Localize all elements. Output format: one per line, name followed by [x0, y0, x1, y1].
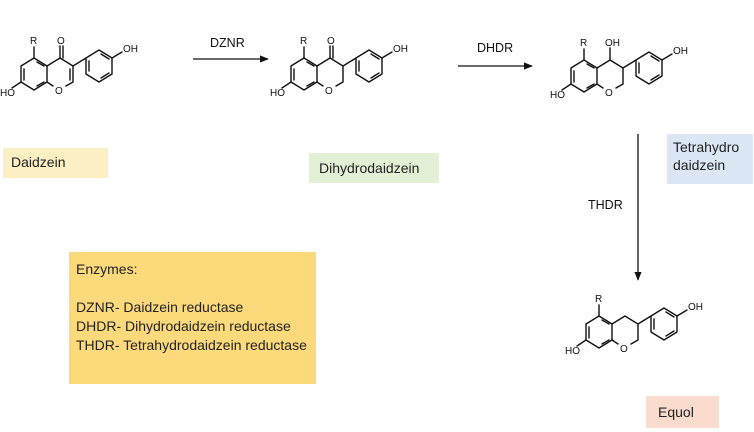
ring-oxygen: O: [325, 86, 333, 97]
tetrahydrodaidzein-label-line2: daidzein: [673, 157, 726, 173]
hydroxyl-7: HO: [0, 88, 15, 99]
ring-oxygen: O: [620, 344, 628, 355]
tetrahydrodaidzein-structure: OH O R OH HO: [550, 38, 688, 101]
equol-structure: O R OH HO: [565, 294, 703, 357]
hydroxyl-7: HO: [565, 346, 580, 357]
daidzein-structure: O O R OH HO: [0, 36, 138, 99]
thdr-label: THDR: [588, 198, 623, 212]
hydroxyl-4prime: OH: [393, 44, 408, 55]
ring-oxygen: O: [605, 88, 613, 99]
dihydrodaidzein-structure: O O R OH HO: [270, 36, 408, 99]
equol-label: Equol: [646, 396, 719, 428]
r-group: R: [30, 36, 37, 47]
enzyme-legend-item: THDR- Tetrahydrodaidzein reductase: [76, 337, 307, 353]
enzyme-legend: Enzymes: DZNR- Daidzein reductase DHDR- …: [69, 252, 316, 384]
r-group: R: [300, 36, 307, 47]
enzyme-legend-title: Enzymes:: [76, 261, 138, 277]
carbonyl-oxygen: O: [327, 36, 335, 47]
dznr-label: DZNR: [210, 36, 245, 50]
r-group: R: [580, 38, 587, 49]
enzyme-legend-item: DHDR- Dihydrodaidzein reductase: [76, 318, 291, 334]
daidzein-label: Daidzein: [3, 148, 108, 178]
hydroxyl-7: HO: [270, 88, 285, 99]
enzyme-legend-item: DZNR- Daidzein reductase: [76, 299, 244, 315]
ring-oxygen: O: [55, 86, 63, 97]
r-group: R: [595, 294, 602, 305]
hydroxyl-4prime: OH: [123, 44, 138, 55]
dhdr-label: DHDR: [477, 41, 513, 55]
hydroxyl-7: HO: [550, 90, 565, 101]
hydroxyl-4: OH: [605, 38, 620, 49]
tetrahydrodaidzein-label-line1: Tetrahydro: [673, 139, 740, 155]
hydroxyl-4prime: OH: [673, 46, 688, 57]
tetrahydrodaidzein-label: Tetrahydro daidzein: [667, 134, 753, 184]
dihydrodaidzein-label: Dihydrodaidzein: [309, 153, 439, 183]
carbonyl-oxygen: O: [57, 36, 65, 47]
hydroxyl-4prime: OH: [688, 302, 703, 313]
